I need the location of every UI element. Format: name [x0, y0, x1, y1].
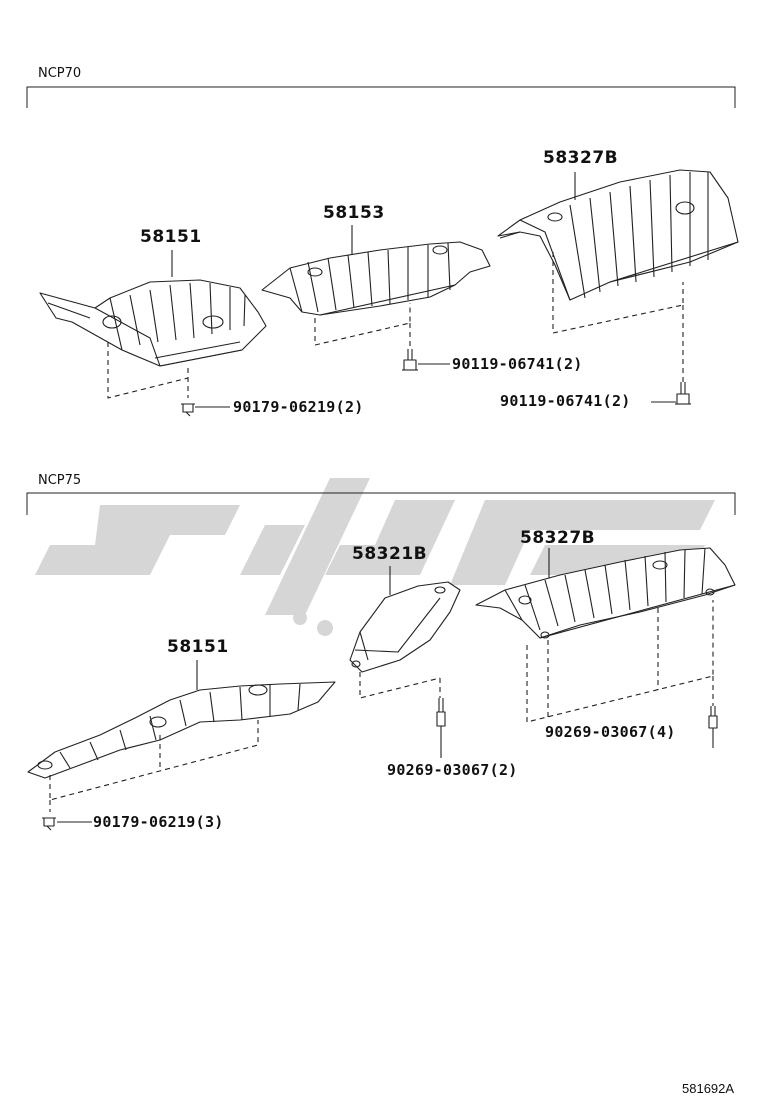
dash-58151-ncp75 — [49, 720, 259, 812]
bolt-icon — [675, 382, 691, 405]
part-number-58151-ncp75[interactable]: 58151 — [167, 637, 229, 657]
dash-58151-ncp70 — [107, 342, 189, 399]
fastener-90119-06741-a[interactable]: 90119-06741(2) — [452, 355, 583, 373]
heat-insulator-58153 — [261, 241, 491, 316]
heat-insulator-58151-ncp70 — [39, 279, 267, 367]
diagram-code: 581692A — [682, 1081, 735, 1096]
watermark-logo — [35, 478, 715, 636]
dash-58327b-ncp75 — [526, 600, 714, 723]
dash-58153 — [314, 303, 411, 350]
part-number-58151-ncp70[interactable]: 58151 — [140, 227, 202, 247]
section-label-ncp70: NCP70 — [38, 66, 82, 81]
fastener-90179-06219-ncp70[interactable]: 90179-06219(2) — [233, 398, 364, 416]
part-number-58153[interactable]: 58153 — [323, 203, 385, 223]
fastener-90119-06741-b[interactable]: 90119-06741(2) — [500, 392, 631, 410]
dash-58327b-ncp70 — [552, 252, 684, 382]
bolt-icon — [402, 349, 418, 371]
part-number-58327b-ncp75[interactable]: 58327B — [520, 528, 596, 548]
clip-icon — [42, 817, 56, 831]
heat-insulator-58327b-ncp75 — [475, 547, 736, 639]
section-label-ncp75: NCP75 — [38, 473, 82, 488]
section-bracket-ncp70 — [26, 86, 736, 108]
heat-insulator-58327b-ncp70 — [497, 169, 739, 301]
part-number-58321b[interactable]: 58321B — [352, 544, 428, 564]
dash-58321b — [359, 672, 441, 699]
rivet-icon — [436, 698, 446, 758]
clip-icon — [181, 403, 195, 417]
rivet-icon — [708, 706, 718, 748]
fastener-90179-06219-ncp75[interactable]: 90179-06219(3) — [93, 813, 224, 831]
part-number-58327b-ncp70[interactable]: 58327B — [543, 148, 619, 168]
heat-insulator-58151-ncp75 — [27, 681, 336, 779]
fastener-90269-03067-b[interactable]: 90269-03067(4) — [545, 723, 676, 741]
section-bracket-ncp75 — [26, 492, 736, 515]
fastener-90269-03067-a[interactable]: 90269-03067(2) — [387, 761, 518, 779]
heat-insulator-58321b — [349, 581, 461, 673]
